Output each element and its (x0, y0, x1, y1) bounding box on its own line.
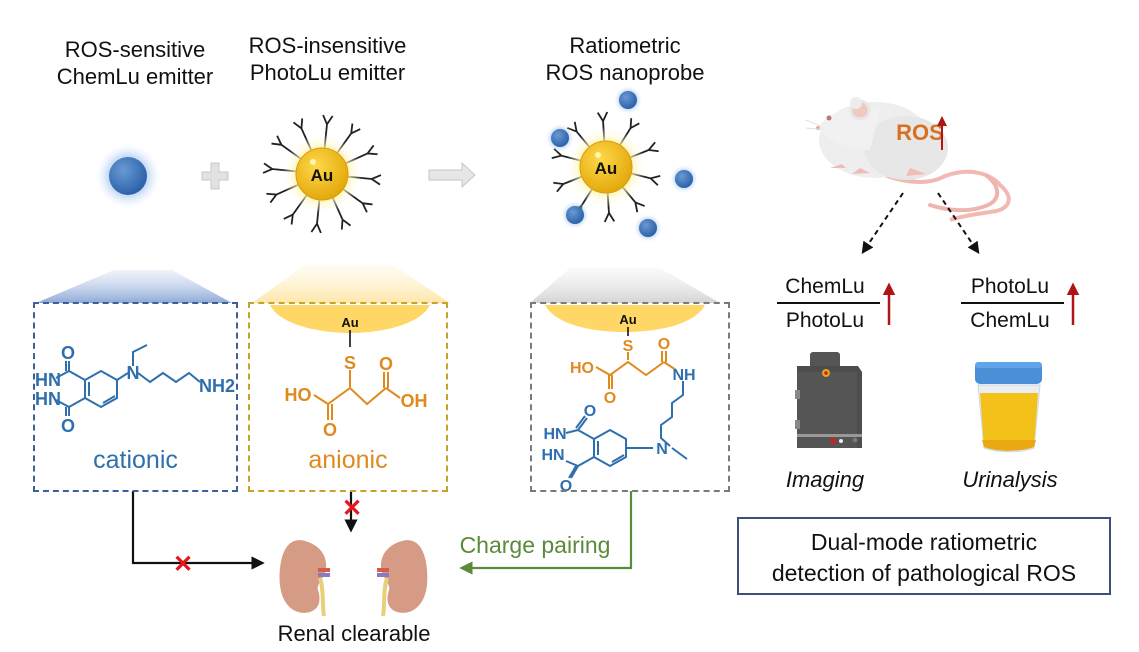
anionic-atom-labels: S HO O O OH (285, 353, 428, 440)
chemlu-dot (675, 170, 693, 188)
nanoprobe-zoom-fan (530, 268, 720, 303)
atom-hn: HN (35, 370, 61, 390)
urinalysis-label: Urinalysis (962, 467, 1058, 492)
atom-o: O (323, 420, 337, 440)
chemlu-particle (94, 142, 162, 210)
cationic-zoom-fan (36, 270, 232, 303)
nanoprobe-title: Ratiometric ROS nanoprobe (520, 32, 730, 86)
atom-o: O (584, 403, 596, 420)
cationic-label: cationic (93, 446, 178, 474)
photolu-title: ROS-insensitive PhotoLu emitter (240, 32, 415, 86)
photolu-title-line1: ROS-insensitive (248, 33, 407, 58)
summary-line1: Dual-mode ratiometric (810, 529, 1038, 555)
ratio-denominator: ChemLu (970, 309, 1049, 332)
anionic-zoom-fan (252, 265, 450, 303)
atom-o: O (61, 343, 75, 363)
cationic-atom-labels: O HN HN O N NH2 (35, 343, 235, 436)
summary-line2: detection of pathological ROS (771, 560, 1077, 586)
gold-label: Au (311, 166, 334, 185)
charge-pairing-label: Charge pairing (460, 532, 611, 558)
chemlu-dot (619, 91, 637, 109)
cationic-box: cationic (33, 302, 238, 492)
blocked-x-icon: ✕ (342, 495, 362, 522)
atom-hn: HN (543, 426, 566, 443)
anionic-box: anionic (248, 302, 448, 492)
ratio-denominator: PhotoLu (786, 309, 864, 332)
summary-box: Dual-mode ratiometric detection of patho… (737, 517, 1111, 595)
atom-oh: OH (401, 391, 428, 411)
gold-label: Au (595, 159, 618, 178)
mouse-ros-label: ROS (896, 120, 944, 145)
nanoprobe-molecule (565, 351, 688, 479)
atom-ho: HO (285, 385, 312, 405)
anionic-molecule (313, 370, 401, 420)
chemlu-title-line1: ROS-sensitive (64, 37, 206, 62)
ratio-imaging: ChemLu PhotoLu (777, 275, 896, 332)
nanoprobe-atom-au: Au (619, 312, 636, 327)
arrow-right-icon (428, 161, 476, 189)
atom-hn: HN (541, 447, 564, 464)
atom-hn: HN (35, 389, 61, 409)
ratio-numerator: PhotoLu (971, 275, 1049, 298)
nanoprobe-particle: Au (545, 85, 699, 243)
anionic-label: anionic (308, 446, 388, 474)
chemlu-title-line2: ChemLu emitter (56, 64, 214, 89)
photolu-gold-particle: Au (262, 114, 382, 234)
chemlu-dot (566, 206, 584, 224)
cationic-molecule (55, 344, 201, 416)
atom-n: N (127, 363, 140, 383)
nanoprobe-flow-arrow (459, 491, 633, 575)
dashed-arrow-right (937, 192, 980, 254)
gold-surface (270, 305, 430, 333)
atom-o: O (379, 354, 393, 374)
atom-o: O (61, 416, 75, 436)
atom-nh2: NH2 (199, 376, 235, 396)
atom-ho: HO (570, 360, 594, 377)
kidney-label: Renal clearable (278, 621, 431, 646)
imaging-device-icon (795, 352, 862, 448)
chemlu-dots (545, 85, 699, 243)
chemlu-dot (639, 219, 657, 237)
imaging-label: Imaging (785, 467, 865, 492)
atom-s: S (623, 338, 634, 355)
ratio-urinalysis: PhotoLu ChemLu (961, 275, 1080, 332)
urine-cup-icon (975, 362, 1042, 453)
anionic-atom-au: Au (341, 315, 358, 330)
nanoprobe-title-line1: Ratiometric (569, 33, 681, 58)
atom-n: N (656, 441, 668, 458)
plus-icon (201, 162, 229, 190)
gold-surface (545, 305, 705, 332)
nanoprobe-title-line2: ROS nanoprobe (545, 60, 705, 85)
photolu-title-line2: PhotoLu emitter (249, 60, 406, 85)
kidneys-icon (279, 540, 428, 617)
mouse-illustration: ROS (805, 97, 1011, 222)
atom-o: O (658, 336, 670, 353)
atom-nh: NH (672, 367, 695, 384)
atom-s: S (344, 353, 356, 373)
chemlu-title: ROS-sensitive ChemLu emitter (30, 36, 240, 90)
chemlu-dot (551, 129, 569, 147)
blocked-x-icon: ✕ (173, 551, 193, 578)
cationic-flow-arrow (131, 491, 265, 570)
atom-o: O (604, 390, 616, 407)
nanoprobe-box (530, 302, 730, 492)
ratio-numerator: ChemLu (785, 275, 864, 298)
dashed-arrow-left (861, 192, 904, 254)
